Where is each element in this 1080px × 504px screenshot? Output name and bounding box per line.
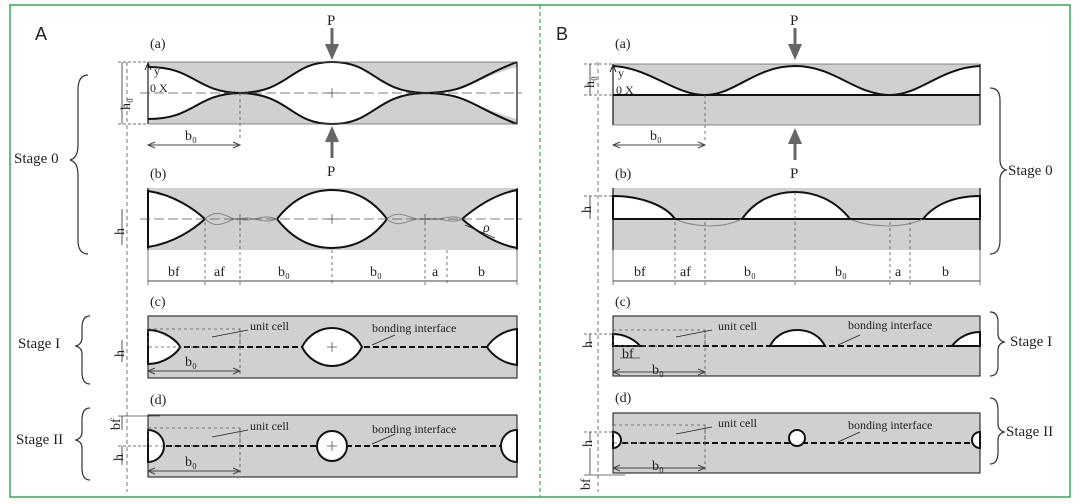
- h0-label-a: h₀: [119, 98, 134, 110]
- unit-cell-label-c-b: unit cell: [718, 319, 758, 333]
- b0-label-d-a: b₀: [185, 455, 197, 470]
- sub-a-label-b: (a): [615, 37, 631, 52]
- rho-label-a: ρ: [482, 221, 490, 236]
- sub-b-label-b: (b): [615, 167, 632, 182]
- b0-label-b2: b₀: [744, 265, 756, 280]
- stage-2-label-a: Stage II: [16, 432, 63, 448]
- stage-1-label-a: Stage I: [18, 336, 60, 352]
- unit-cell-label-c-a: unit cell: [250, 319, 290, 333]
- stage0b-dims-a: [147, 222, 518, 285]
- b0-label-c-b: b₀: [652, 363, 664, 378]
- unit-cell-label-d-b: unit cell: [718, 416, 758, 430]
- stage-0-brace-b: [989, 87, 1008, 255]
- h-label-b-a: h: [113, 228, 128, 235]
- axis-arrows-b: [609, 63, 617, 95]
- axis-y-a: y: [154, 64, 160, 78]
- sub-b-label-a: (b): [150, 167, 167, 182]
- b-label-a: b: [478, 265, 485, 280]
- b0-label-b1: b₀: [650, 129, 662, 144]
- stage-2-brace-b: [989, 397, 1006, 465]
- a-label-b: a: [895, 265, 902, 280]
- load-top-b: P: [790, 13, 798, 29]
- b0-label-b3: b₀: [835, 265, 847, 280]
- sub-a-label-a: (a): [150, 37, 166, 52]
- panel-letter-a: A: [35, 24, 47, 44]
- load-arrows-a: [325, 28, 339, 158]
- stage-2-label-b: Stage II: [1006, 424, 1053, 440]
- unit-cell-label-d-a: unit cell: [250, 419, 290, 433]
- stage0b-plates-b: [612, 188, 981, 250]
- axis-arrows-a: [144, 61, 152, 93]
- rho-leader-a: [464, 224, 496, 239]
- bonding-label-d-b: bonding interface: [848, 418, 932, 432]
- stage-0-brace-a: [69, 74, 89, 255]
- axis-x-a: 0 X: [150, 81, 168, 95]
- h-label-c-a: h: [113, 350, 128, 357]
- stage0a-plates-b: [612, 40, 981, 140]
- b0-label-c-a: b₀: [185, 355, 197, 370]
- stage0b-plates-a: [140, 188, 522, 250]
- sub-d-label-a: (d): [150, 393, 167, 408]
- bonding-label-c-a: bonding interface: [372, 321, 456, 335]
- stage2-plate-b: [584, 412, 981, 476]
- stage-1-label-b: Stage I: [1010, 334, 1052, 350]
- bf-label-d-b: bf: [579, 478, 594, 490]
- bf-label-a: bf: [168, 265, 180, 280]
- stage1-plate-a: [121, 315, 518, 379]
- stage0a-plates-a: [140, 60, 522, 140]
- stage-1-brace-a: [74, 315, 91, 385]
- bonding-label-d-a: bonding interface: [372, 422, 456, 436]
- stage-0-label-a: Stage 0: [14, 151, 59, 167]
- sub-c-label-b: (c): [615, 295, 631, 310]
- af-label-b: af: [680, 265, 691, 280]
- bf-label-c-b: bf: [622, 347, 634, 362]
- h-label-d-a: h: [112, 454, 127, 461]
- b0-label-a3: b₀: [370, 265, 382, 280]
- axis-x-b: 0 X: [616, 83, 634, 97]
- stage-1-brace-b: [989, 311, 1006, 377]
- stage-2-brace-a: [74, 407, 91, 481]
- af-label-a: af: [214, 265, 225, 280]
- stage-0-label-b: Stage 0: [1008, 163, 1053, 179]
- b0-label-d-b: b₀: [652, 459, 664, 474]
- axis-y-b: y: [618, 66, 624, 80]
- stage2-plate-a: [118, 414, 518, 478]
- load-bottom-b: P: [790, 166, 798, 182]
- load-top-a: P: [327, 13, 335, 29]
- bonding-label-c-b: bonding interface: [848, 318, 932, 332]
- bf-label-d-a: bf: [109, 418, 124, 430]
- panel-a: A Stage 0 Stage I Stage II (a): [14, 13, 522, 492]
- h0-label-b: h₀: [583, 76, 598, 88]
- stage1-plate-b: [584, 315, 981, 377]
- stage0b-dims-b: [612, 192, 981, 285]
- sub-c-label-a: (c): [150, 295, 166, 310]
- h-label-b-b: h: [580, 206, 595, 213]
- sub-d-label-b: (d): [615, 391, 632, 406]
- b0-label-a2: b₀: [278, 265, 290, 280]
- load-arrows-b: [788, 28, 802, 160]
- h-label-c-b: h: [581, 341, 596, 348]
- h-label-d-b: h: [581, 440, 596, 447]
- b-label-b: b: [942, 265, 949, 280]
- panel-b: B Stage 0 Stage I Stage II (a): [556, 13, 1053, 492]
- load-bottom-a: P: [327, 164, 335, 180]
- b0-label-a1: b₀: [185, 129, 197, 144]
- panel-letter-b: B: [556, 24, 568, 44]
- bf-label-b: bf: [634, 265, 646, 280]
- a-label-a: a: [432, 265, 439, 280]
